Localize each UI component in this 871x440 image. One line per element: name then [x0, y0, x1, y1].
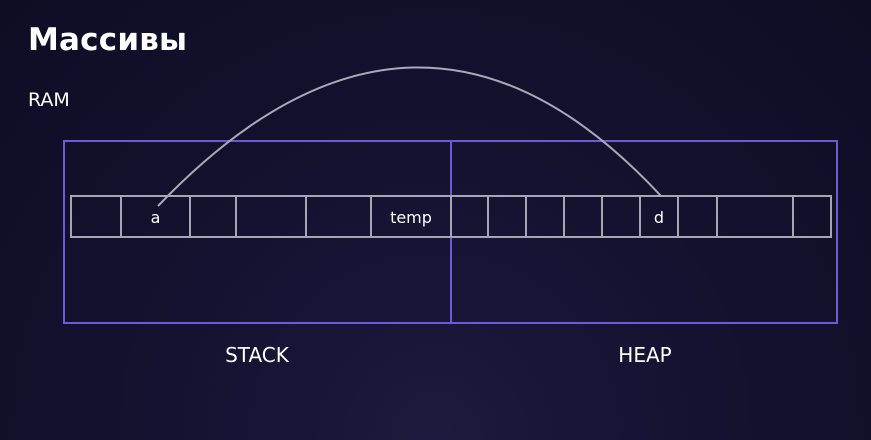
page-title: Массивы [28, 22, 188, 58]
ram-label: RAM [28, 89, 70, 111]
stack-label: STACK [225, 343, 290, 367]
cell-label-d: d [654, 208, 664, 227]
memory-cell [716, 195, 794, 238]
memory-cell [235, 195, 307, 238]
heap-region [450, 140, 838, 324]
memory-cell [70, 195, 122, 238]
reference-arc [157, 66, 662, 207]
memory-cells: a temp d [70, 195, 832, 238]
heap-label: HEAP [618, 343, 671, 367]
cell-label-a: a [151, 208, 161, 227]
memory-cell [305, 195, 372, 238]
memory-cell [792, 195, 832, 238]
memory-cell [450, 195, 489, 238]
memory-cell [563, 195, 603, 238]
memory-cell [189, 195, 237, 238]
cell-label-temp: temp [390, 208, 432, 227]
stack-region [63, 140, 452, 324]
memory-cell [525, 195, 565, 238]
memory-cell [487, 195, 527, 238]
memory-cell [601, 195, 641, 238]
memory-cell [677, 195, 718, 238]
